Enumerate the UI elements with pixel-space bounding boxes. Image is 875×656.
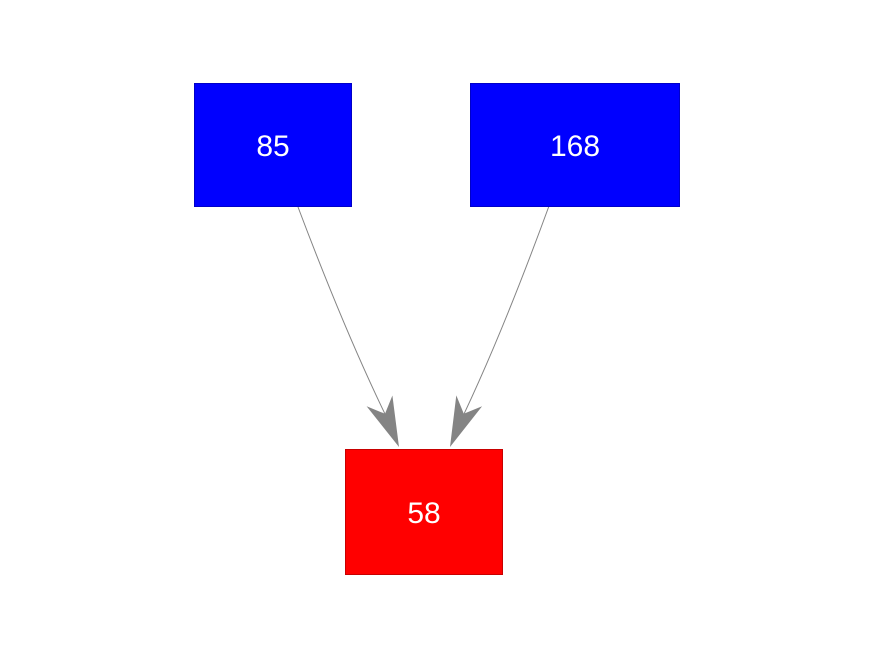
edge-line-168-58	[463, 205, 550, 415]
arrowhead-icon	[450, 395, 483, 447]
node-85[interactable]: 85	[194, 83, 352, 207]
edge-168-to-58	[450, 205, 550, 447]
node-58[interactable]: 58	[345, 449, 503, 575]
node-168[interactable]: 168	[470, 83, 680, 207]
node-label: 85	[256, 130, 290, 163]
edge-85-to-58	[297, 206, 399, 447]
node-label: 168	[549, 130, 601, 163]
arrowhead-icon	[366, 395, 399, 447]
edge-line-85-58	[297, 206, 386, 415]
node-label: 58	[407, 497, 441, 530]
